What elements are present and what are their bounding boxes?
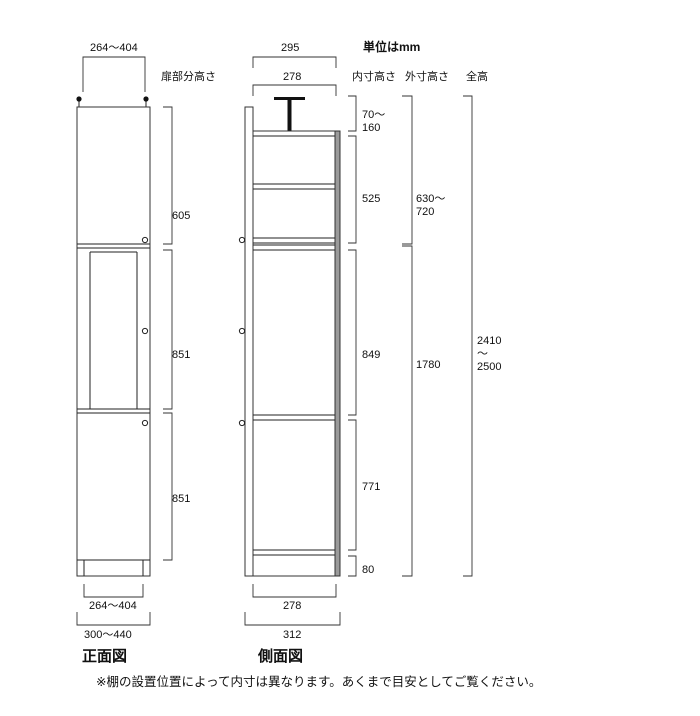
side-inner-height-5: 80 xyxy=(362,564,374,576)
side-inner-height-bracket-5 xyxy=(348,555,357,577)
side-inner-depth-label: 278 xyxy=(283,71,301,83)
side-door-panel xyxy=(244,106,254,577)
side-inner-depth-bracket xyxy=(252,84,337,96)
side-outer-depth-label: 295 xyxy=(281,42,299,54)
side-inner-height-bracket-3 xyxy=(348,249,357,416)
side-bottom-inner-depth: 278 xyxy=(283,600,301,612)
front-bottom-outer-width-bracket xyxy=(76,612,151,626)
side-tension-post-cap xyxy=(274,97,305,100)
side-total-height-b: ～ xyxy=(477,348,488,360)
front-top-width-label: 264～404 xyxy=(90,42,138,54)
side-outer-height-bracket-2 xyxy=(402,245,413,577)
side-inner-height-bracket-4 xyxy=(348,419,357,551)
header-total-height: 全高 xyxy=(466,69,488,83)
front-knob-2 xyxy=(141,327,149,335)
front-view: 264～404 605 851 851 264～ xyxy=(76,42,190,665)
side-outer-height-2: 1780 xyxy=(416,359,440,371)
side-outer-height-1a: 630～ xyxy=(416,193,445,205)
side-outer-depth-bracket xyxy=(252,56,337,68)
side-total-height-c: 2500 xyxy=(477,361,501,373)
side-inner-height-1b: 160 xyxy=(362,122,380,134)
side-inner-height-3: 849 xyxy=(362,349,380,361)
footnote: ※棚の設置位置によって内寸は異なります。あくまで目安としてご覧ください。 xyxy=(96,674,541,689)
side-divider-board xyxy=(253,244,335,251)
side-knob-3 xyxy=(238,419,246,427)
front-middle-door-frame xyxy=(89,251,138,409)
side-total-height-bracket xyxy=(463,95,473,577)
side-bottom-outer-depth-bracket xyxy=(244,612,341,626)
front-view-title: 正面図 xyxy=(82,647,127,665)
side-knob-1 xyxy=(238,236,246,244)
side-knob-2 xyxy=(238,327,246,335)
front-knob-3 xyxy=(141,419,149,427)
side-inner-height-bracket-2 xyxy=(348,135,357,244)
side-outer-height-1b: 720 xyxy=(416,206,434,218)
unit-label: 単位はmm xyxy=(363,39,420,54)
front-door-height-bracket-1 xyxy=(163,106,173,245)
side-view: 295 278 70～ 160 525 849 771 xyxy=(238,42,501,665)
side-bottom-inner-depth-bracket xyxy=(252,584,337,598)
front-top-hinges xyxy=(76,96,149,108)
front-plinth xyxy=(83,560,144,576)
side-inner-height-2: 525 xyxy=(362,193,380,205)
front-door-height-bracket-2 xyxy=(163,249,173,410)
front-door-height-2: 851 xyxy=(172,349,190,361)
side-bottom-outer-depth: 312 xyxy=(283,629,301,641)
side-total-height-a: 2410 xyxy=(477,335,501,347)
side-back-panel xyxy=(334,130,341,577)
front-door-height-bracket-3 xyxy=(163,412,173,561)
front-bottom-inner-width-bracket xyxy=(83,584,144,598)
side-bottom-board xyxy=(253,549,335,556)
side-cabinet-body xyxy=(252,130,336,577)
front-door-height-3: 851 xyxy=(172,493,190,505)
side-outer-height-bracket-1 xyxy=(402,95,413,245)
side-shelf-3 xyxy=(253,414,335,421)
header-outer-height: 外寸高さ xyxy=(405,69,449,83)
front-bottom-inner-width: 264～404 xyxy=(89,600,137,612)
front-top-width-bracket xyxy=(82,56,146,92)
front-bottom-outer-width: 300～440 xyxy=(84,629,132,641)
side-shelf-2 xyxy=(253,237,335,244)
header-door-height: 扉部分高さ xyxy=(161,69,216,83)
side-inner-height-4: 771 xyxy=(362,481,380,493)
front-door-height-1: 605 xyxy=(172,210,190,222)
side-inner-height-bracket-1 xyxy=(348,95,357,132)
header-inner-height: 内寸高さ xyxy=(352,69,396,83)
side-tension-post xyxy=(287,100,292,132)
side-view-title: 側面図 xyxy=(257,647,303,665)
side-shelf-1 xyxy=(253,183,335,190)
front-cabinet-outline xyxy=(76,106,151,577)
side-inner-height-1a: 70～ xyxy=(362,109,385,121)
front-knob-1 xyxy=(141,236,149,244)
